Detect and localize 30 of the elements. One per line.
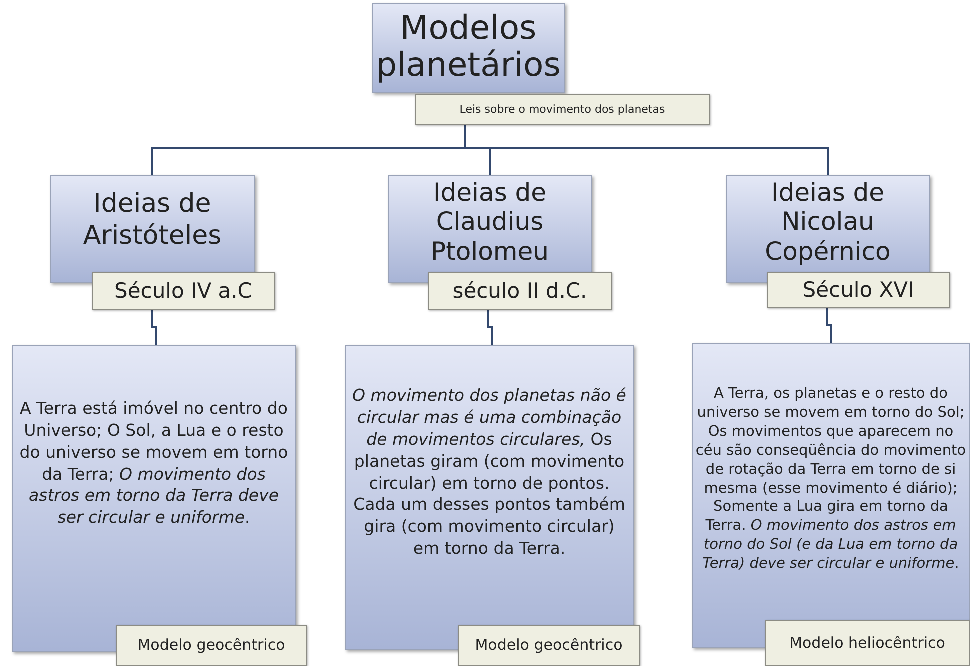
connector-line bbox=[826, 308, 832, 343]
concept-title: Modelos planetários bbox=[376, 10, 561, 84]
description-box bbox=[692, 343, 970, 648]
concept-box bbox=[388, 175, 592, 283]
tag-text: Leis sobre o movimento dos planetas bbox=[460, 104, 666, 115]
label-tag bbox=[767, 272, 950, 308]
tag-text: Modelo heliocêntrico bbox=[790, 636, 946, 650]
tag-text: Modelo geocêntrico bbox=[475, 638, 623, 653]
connector-line bbox=[151, 310, 157, 345]
tag-text: Século XVI bbox=[802, 280, 914, 300]
description-text: A Terra está imóvel no centro do Universo; O Sol, a Lua e o resto do universo se movem em torno da Terra; O movimento dos astros em torno da Terra deve ser circular e uniforme. bbox=[18, 398, 290, 529]
label-tag bbox=[765, 620, 970, 666]
connector-line bbox=[464, 125, 829, 175]
label-tag bbox=[428, 272, 612, 310]
concept-box bbox=[372, 3, 565, 93]
tag-text: século II d.C. bbox=[452, 280, 588, 302]
label-tag bbox=[458, 625, 640, 666]
label-tag bbox=[92, 272, 275, 310]
label-tag bbox=[116, 625, 307, 666]
tag-text: Século IV a.C bbox=[114, 280, 252, 302]
concept-title: Ideias de Aristóteles bbox=[82, 188, 223, 252]
label-tag bbox=[415, 94, 710, 125]
concept-title: Ideias de Nicolau Copérnico bbox=[764, 178, 892, 266]
concept-box bbox=[50, 175, 255, 283]
connector-line bbox=[487, 310, 493, 345]
concept-title: Ideias de Claudius Ptolomeu bbox=[430, 178, 550, 266]
description-text: O movimento dos planetas não é circular mas é uma combinação de movimentos circulares, Os planetas giram (com movimento circular) em torno de pontos. Cada um desses pontos também gira (com movimento circular) em torno da Terra. bbox=[352, 385, 627, 560]
tag-text: Modelo geocêntrico bbox=[138, 638, 286, 653]
description-text: A Terra, os planetas e o resto do universo se movem em torno do Sol; Os movimentos que aparecem no céu são conseqüência do movimento de rotação da Terra em torno de si mesma (esse movimento é diário); Somente a Lua gira em torno da Terra. O movimento dos astros em torno do Sol (e da Lua em torno da Terra) deve ser circular e uniforme. bbox=[695, 385, 967, 574]
description-box bbox=[12, 345, 296, 652]
